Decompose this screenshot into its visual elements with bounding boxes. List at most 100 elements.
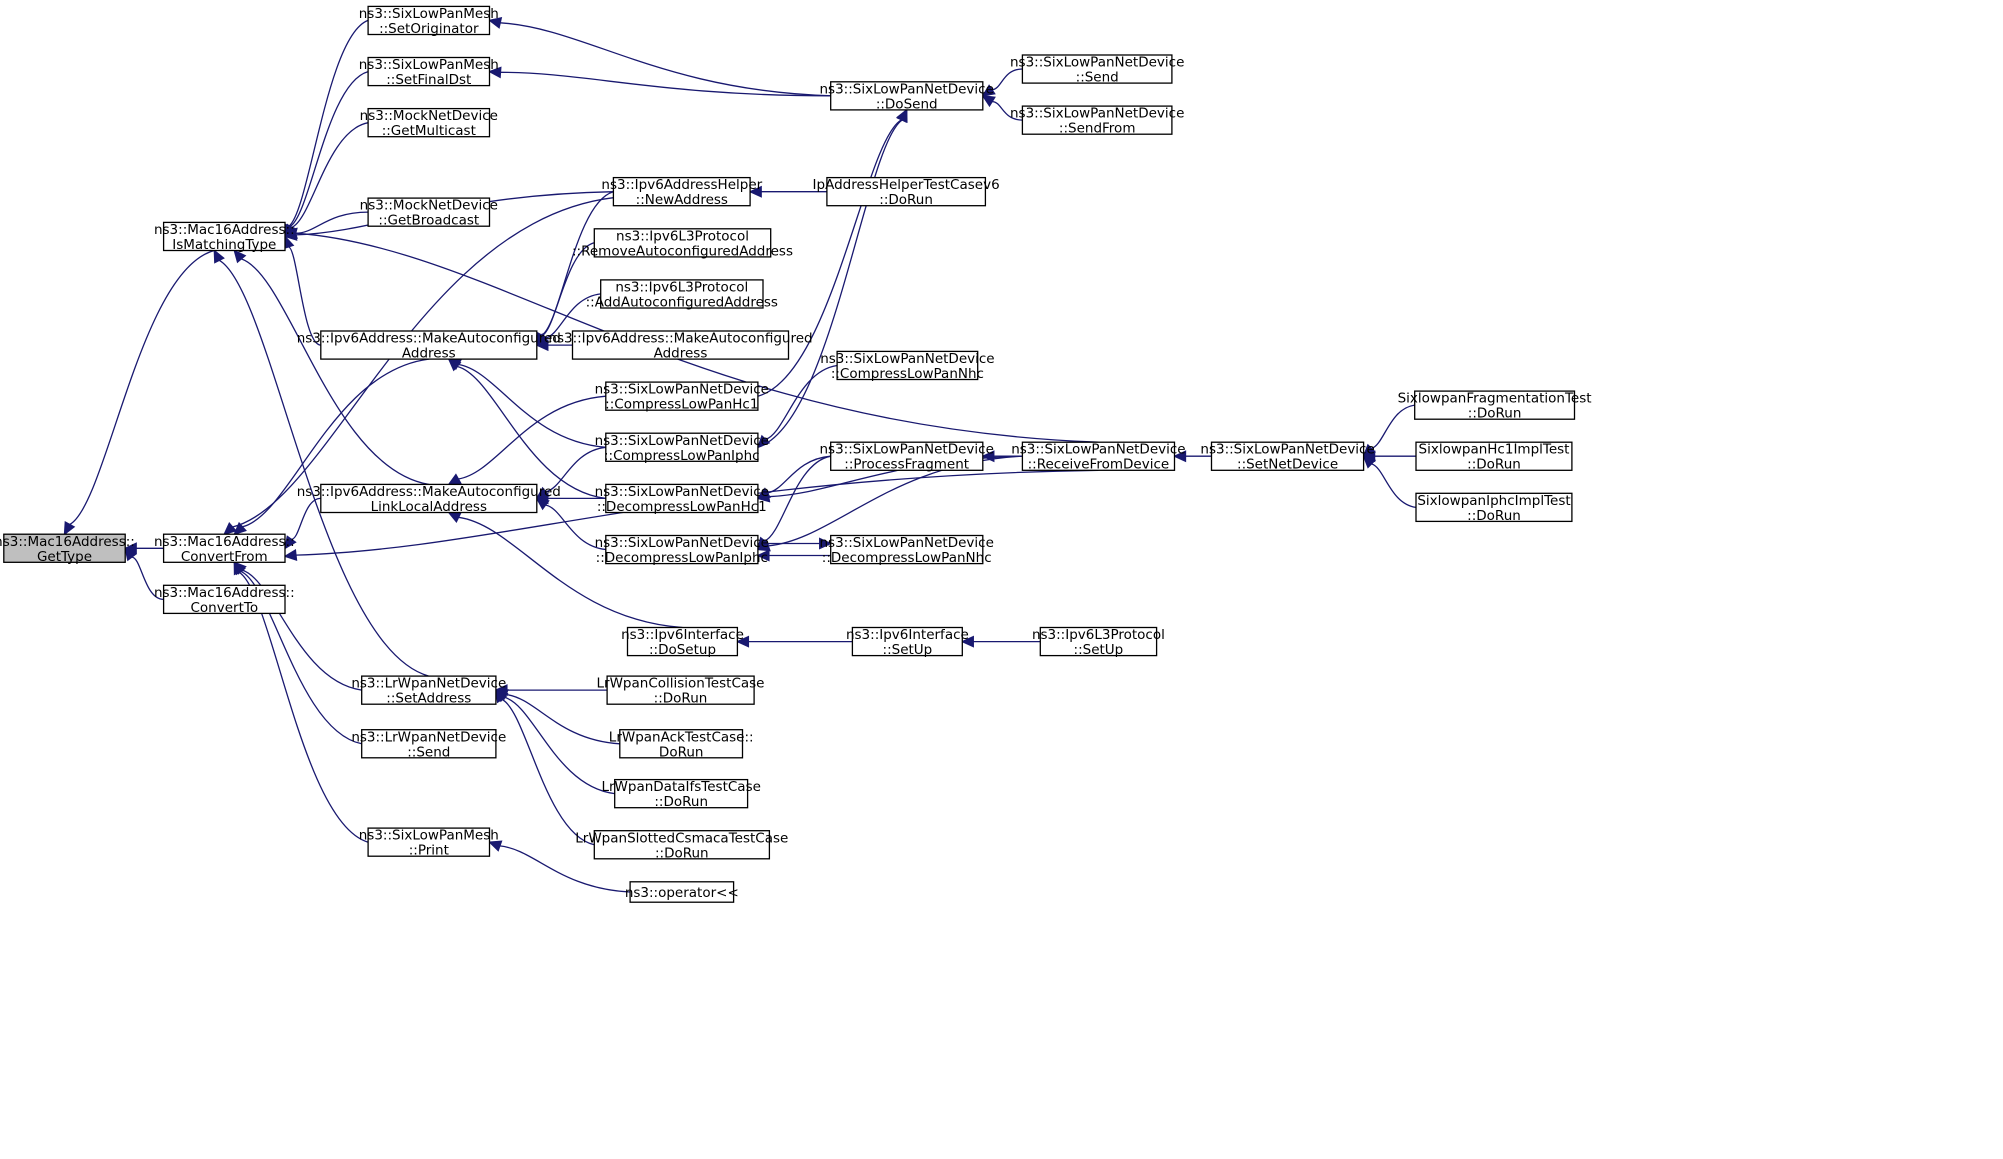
function-node-label: ::SetAddress <box>386 691 471 707</box>
call-edge-newaddr-to-convertfrom <box>223 197 614 536</box>
call-edge-line <box>757 119 903 448</box>
function-node-compiphc[interactable]: ns3::SixLowPanNetDevice::CompressLowPanI… <box>595 432 769 464</box>
function-node-sendfrom[interactable]: ns3::SixLowPanNetDevice::SendFrom <box>1010 105 1184 137</box>
call-edge-arrowhead <box>487 66 502 79</box>
function-node-removeauto[interactable]: ns3::Ipv6L3Protocol::RemoveAutoconfigure… <box>572 228 793 259</box>
function-node-label: ::CompressLowPanHc1 <box>605 397 758 413</box>
call-edge-line <box>541 242 595 337</box>
call-edge-arrowhead <box>756 434 771 449</box>
function-node-label: ::SetNetDevice <box>1237 457 1338 473</box>
function-node-compnhc[interactable]: ns3::SixLowPanNetDevice::CompressLowPanN… <box>820 350 995 382</box>
function-node-box <box>3 533 126 563</box>
function-node-label: ::NewAddress <box>636 192 728 208</box>
function-node-convertfrom[interactable]: ns3::Mac16Address::ConvertFrom <box>154 533 295 565</box>
function-node-makelinklocal[interactable]: ns3::Ipv6Address::MakeAutoconfiguredLink… <box>297 483 561 515</box>
function-node-label: ns3::SixLowPanNetDevice <box>595 484 769 500</box>
function-node-label: LrWpanSlottedCsmacaTestCase <box>575 830 788 846</box>
function-node-comphc1[interactable]: ns3::SixLowPanNetDevice::CompressLowPanH… <box>595 381 769 413</box>
call-edge-line <box>764 455 831 542</box>
call-edge-dosend-to-setfinal <box>487 66 831 97</box>
function-node-addauto[interactable]: ns3::Ipv6L3Protocol::AddAutoconfiguredAd… <box>586 279 778 310</box>
function-node-lrsetaddr[interactable]: ns3::LrWpanNetDevice::SetAddress <box>351 675 506 707</box>
function-node-box <box>367 197 491 227</box>
function-node-label: ns3::SixLowPanMesh <box>359 57 499 73</box>
call-edge-line <box>500 22 831 97</box>
function-node-lrcollision[interactable]: LrWpanCollisionTestCase::DoRun <box>597 675 765 707</box>
function-node-box <box>836 350 979 381</box>
function-node-lrsend[interactable]: ns3::LrWpanNetDevice::Send <box>351 729 506 760</box>
function-node-operator[interactable]: ns3::operator<< <box>625 881 739 903</box>
function-node-makeauto2[interactable]: ns3::Ipv6Address::MakeAutoconfiguredAddr… <box>548 330 813 362</box>
function-node-box <box>320 483 538 514</box>
call-edge-lrslotted-to-lrsetaddr <box>495 688 595 846</box>
call-edge-dosend-to-setorig <box>487 17 831 97</box>
function-node-box <box>367 107 491 138</box>
call-edge-line <box>501 698 595 846</box>
function-node-iphctest[interactable]: SixlowpanIphcImplTest::DoRun <box>1415 492 1573 524</box>
function-node-dosend[interactable]: ns3::SixLowPanNetDevice::DoSend <box>819 81 994 112</box>
function-node-procfrag[interactable]: ns3::SixLowPanNetDevice::ProcessFragment <box>819 441 994 473</box>
function-node-box <box>361 675 497 705</box>
function-node-label: ns3::Mac16Address:: <box>154 534 295 550</box>
function-node-label: ns3::Ipv6Interface <box>621 627 744 643</box>
function-node-label: ::Send <box>1076 70 1119 86</box>
function-node-box <box>830 534 984 565</box>
function-node-ismatching[interactable]: ns3::Mac16Address::IsMatchingType <box>154 221 295 253</box>
function-node-newaddr[interactable]: ns3::Ipv6AddressHelper::NewAddress <box>601 176 763 208</box>
function-node-send[interactable]: ns3::SixLowPanNetDevice::Send <box>1010 54 1184 86</box>
function-node-setorig[interactable]: ns3::SixLowPanMesh::SetOriginator <box>359 5 499 37</box>
call-edge-makeauto-to-ismatching <box>282 234 322 346</box>
function-node-convertto[interactable]: ns3::Mac16Address::ConvertTo <box>154 584 295 616</box>
call-edge-lrcollision-to-lrsetaddr <box>494 684 608 697</box>
function-node-lrack[interactable]: LrWpanAckTestCase::DoRun <box>609 729 754 760</box>
function-node-decompnhc[interactable]: ns3::SixLowPanNetDevice::DecompressLowPa… <box>819 534 994 566</box>
function-node-lrslotted[interactable]: LrWpanSlottedCsmacaTestCase::DoRun <box>575 830 788 861</box>
function-node-label: ns3::SixLowPanNetDevice <box>819 442 993 458</box>
function-node-decompiphc[interactable]: ns3::SixLowPanNetDevice::DecompressLowPa… <box>595 534 769 566</box>
function-node-label: ns3::SixLowPanNetDevice <box>1200 442 1374 458</box>
function-node-label: ConvertFrom <box>181 549 268 565</box>
function-node-ipv6dosetup[interactable]: ns3::Ipv6Interface::DoSetup <box>621 626 744 658</box>
function-node-decomphc1[interactable]: ns3::SixLowPanNetDevice::DecompressLowPa… <box>595 483 769 515</box>
function-node-box <box>826 176 987 207</box>
call-edge-line <box>232 197 614 528</box>
function-node-gettype[interactable]: ns3::Mac16Address::GetType <box>0 533 135 565</box>
call-edge-arrowhead <box>233 521 247 536</box>
call-edge-iptest-to-newaddr <box>748 185 827 198</box>
call-edge-line <box>500 71 831 97</box>
function-node-box <box>605 534 759 565</box>
function-node-label: ns3::Mac16Address:: <box>154 222 295 238</box>
function-node-label: SixlowpanHc1ImplTest <box>1419 442 1570 458</box>
function-node-fragtest[interactable]: SixlowpanFragmentationTest::DoRun <box>1398 390 1592 422</box>
function-node-lrdataifs[interactable]: LrWpanDataIfsTestCase::DoRun <box>601 778 761 810</box>
call-edge-arrowhead <box>63 521 76 536</box>
call-edge-arrowhead <box>535 339 549 352</box>
function-node-label: ns3::SixLowPanNetDevice <box>1010 55 1184 71</box>
call-edge-iphctest-to-setnetdev <box>1362 455 1417 509</box>
function-node-iptest[interactable]: IpAddressHelperTestCasev6::DoRun <box>813 176 1000 208</box>
call-edge-arrowhead <box>223 522 238 536</box>
function-node-label: ::CompressLowPanNhc <box>831 366 984 382</box>
function-node-meshprint[interactable]: ns3::SixLowPanMesh::Print <box>359 827 499 859</box>
function-node-setnetdev[interactable]: ns3::SixLowPanNetDevice::SetNetDevice <box>1200 441 1375 473</box>
function-node-box <box>1415 441 1573 471</box>
function-node-label: ::DoSend <box>876 96 938 112</box>
call-edge-line <box>295 211 369 234</box>
call-edge-arrowhead <box>124 547 137 562</box>
function-node-box <box>851 626 963 657</box>
function-node-l3setup[interactable]: ns3::Ipv6L3Protocol::SetUp <box>1032 626 1165 658</box>
function-node-mockbroad[interactable]: ns3::MockNetDevice::GetBroadcast <box>360 197 498 229</box>
call-edge-makelinklocal-to-convertfrom <box>284 497 321 550</box>
call-edge-convertto-to-gettype <box>124 547 164 601</box>
call-edge-makeauto2-to-makeauto <box>535 339 573 352</box>
function-node-box <box>1414 390 1576 420</box>
call-edge-lrsetaddr-to-convertfrom <box>233 561 362 691</box>
function-node-recvdev[interactable]: ns3::SixLowPanNetDevice::ReceiveFromDevi… <box>1011 441 1186 473</box>
function-node-ipv6setup[interactable]: ns3::Ipv6Interface::SetUp <box>846 626 969 658</box>
function-node-box <box>606 675 755 705</box>
function-node-hc1test[interactable]: SixlowpanHc1ImplTest::DoRun <box>1415 441 1573 473</box>
function-node-mockmulti[interactable]: ns3::MockNetDevice::GetMulticast <box>360 107 498 139</box>
function-node-setfinal[interactable]: ns3::SixLowPanMesh::SetFinalDst <box>359 56 499 88</box>
function-node-makeauto[interactable]: ns3::Ipv6Address::MakeAutoconfiguredAddr… <box>297 330 561 362</box>
function-node-label: IpAddressHelperTestCasev6 <box>813 177 1000 193</box>
